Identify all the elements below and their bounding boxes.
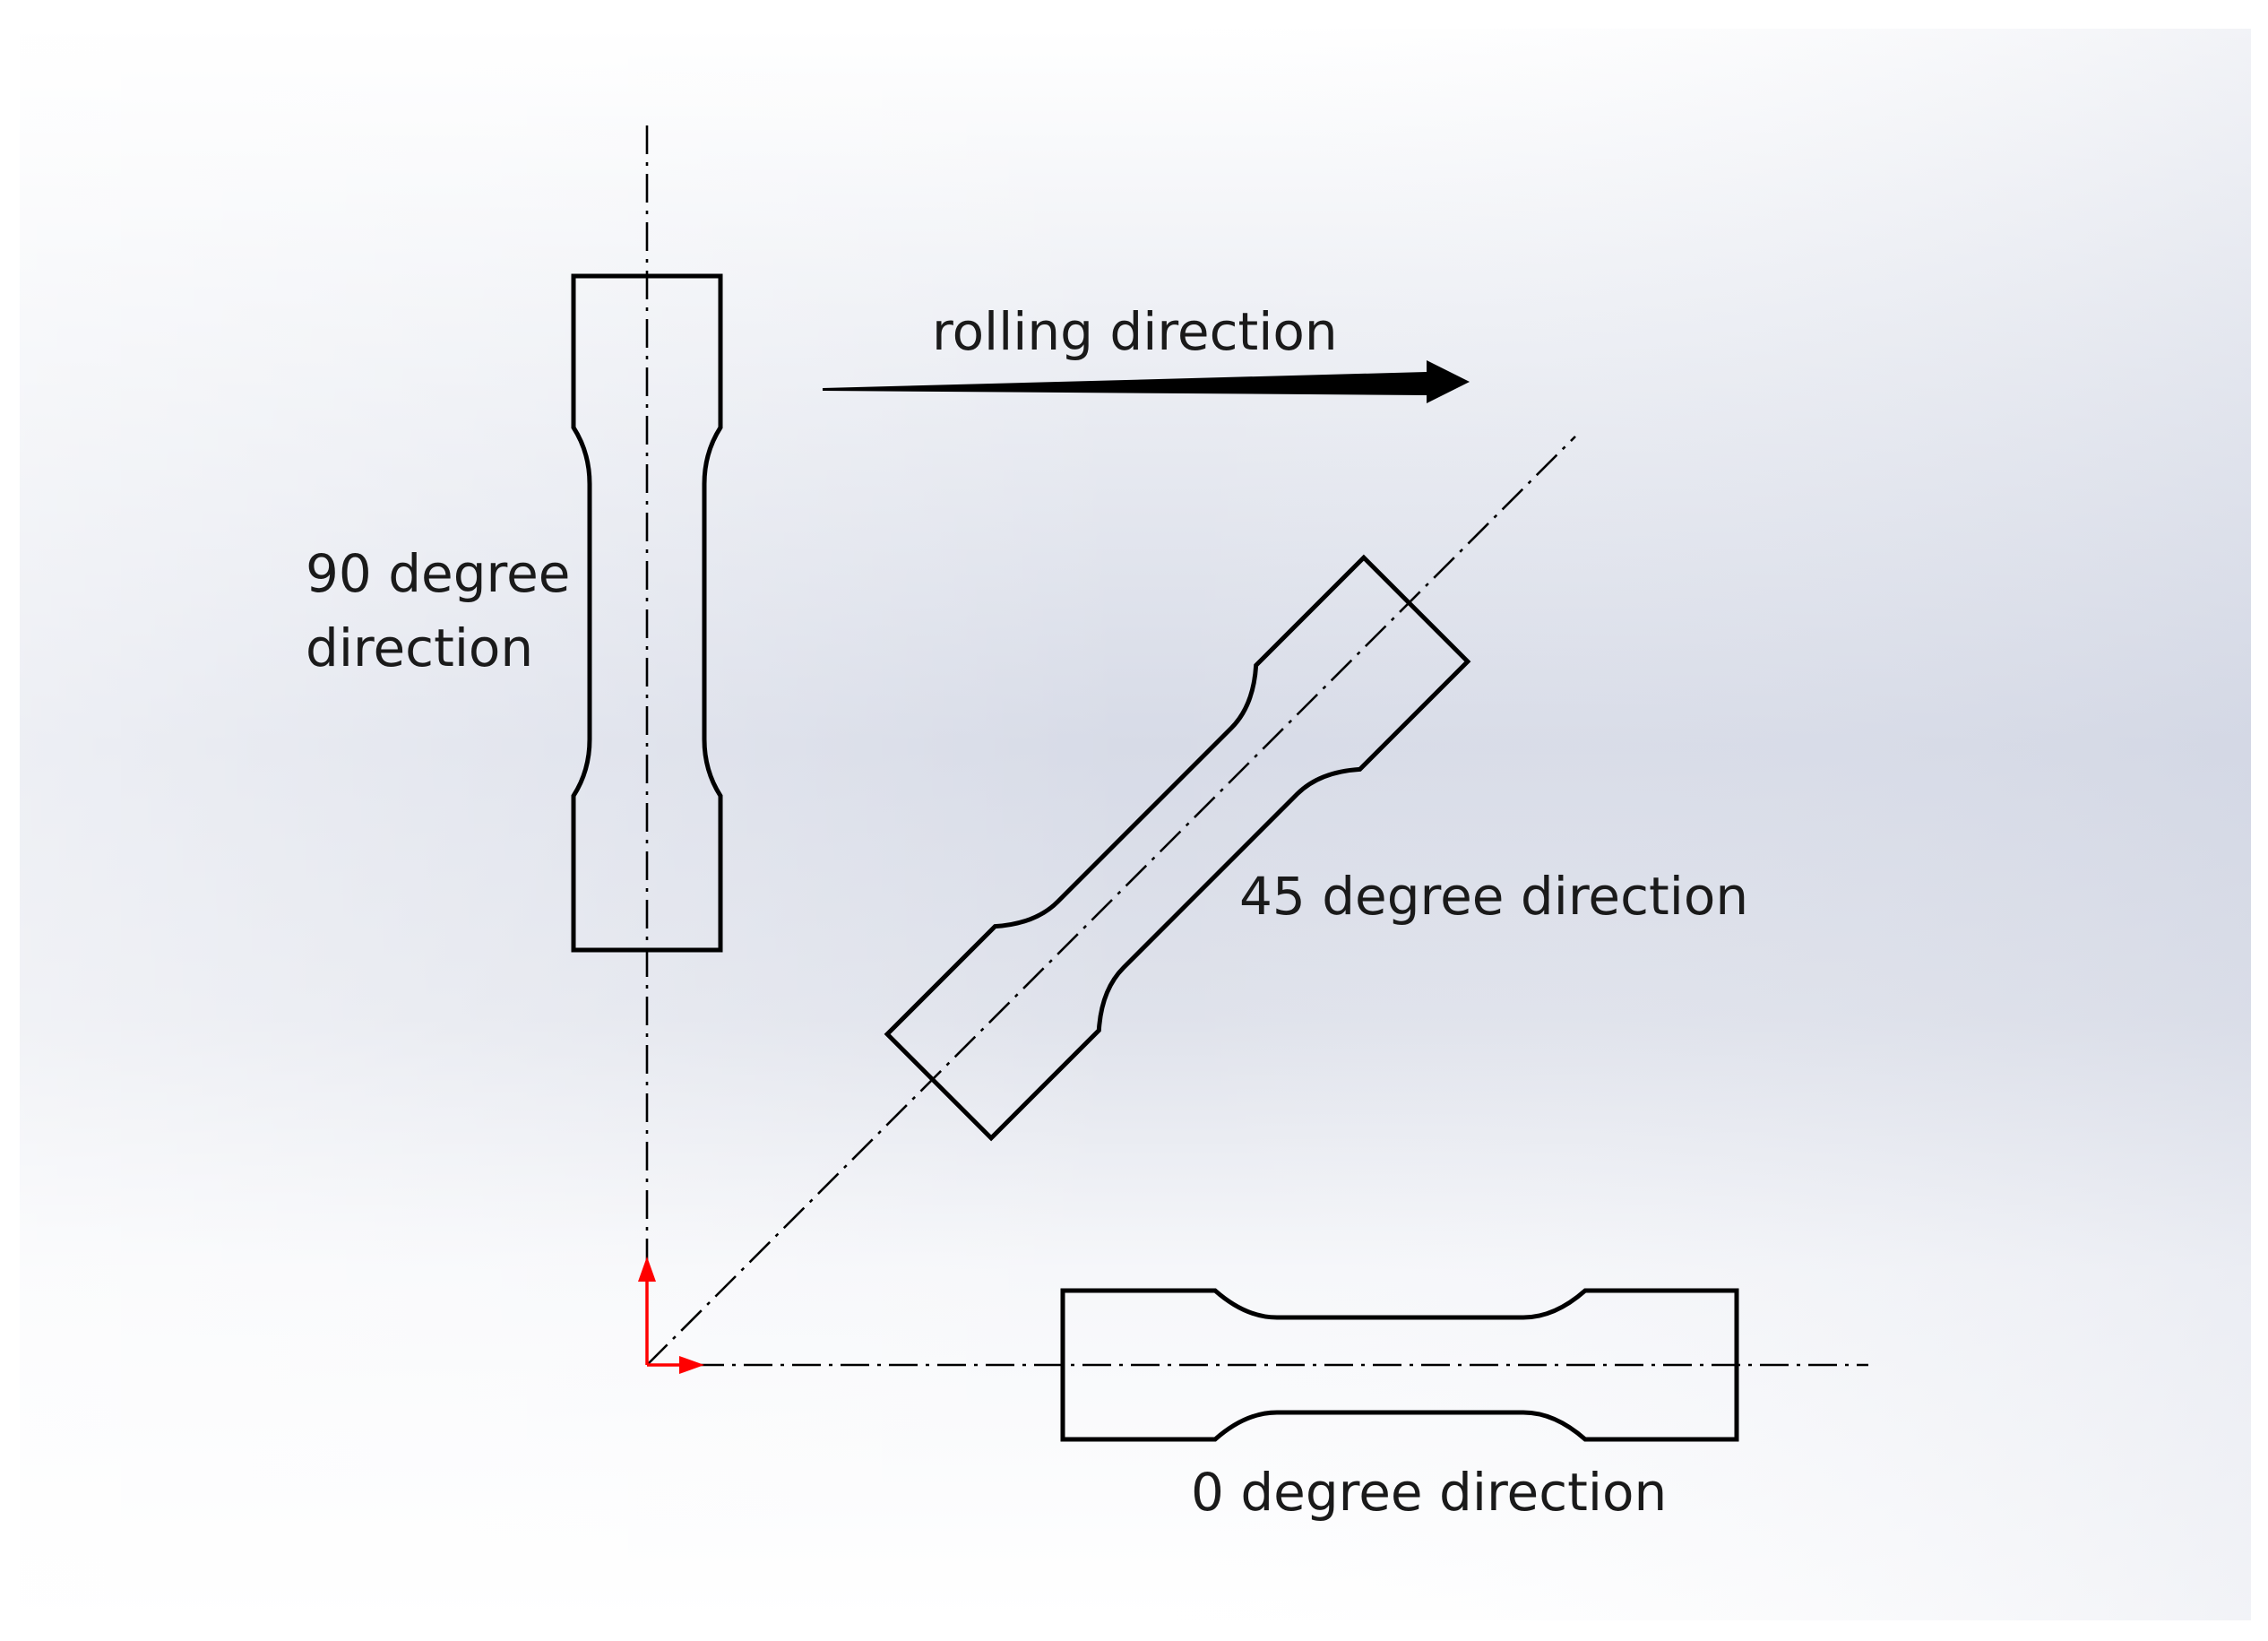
specimen-90-degree [571,273,723,953]
specimen-45-degree [884,554,1471,1142]
label-rolling-direction: rolling direction [932,301,1338,362]
axis-triad [638,1257,704,1374]
label-90-degree-line1: 90 degree [306,543,571,604]
label-0-degree: 0 degree direction [1191,1462,1667,1523]
axis-triad-x-arrowhead [679,1356,704,1374]
rolling-direction-arrow [823,360,1470,403]
axis-triad-y-arrowhead [638,1257,656,1282]
specimen-0-degree [1060,1288,1739,1442]
specimen-45-degree-group [884,554,1471,1142]
label-45-degree: 45 degree direction [1239,866,1748,927]
diagonal-centerline [646,436,1576,1366]
label-90-degree-line2: direction [306,618,533,678]
